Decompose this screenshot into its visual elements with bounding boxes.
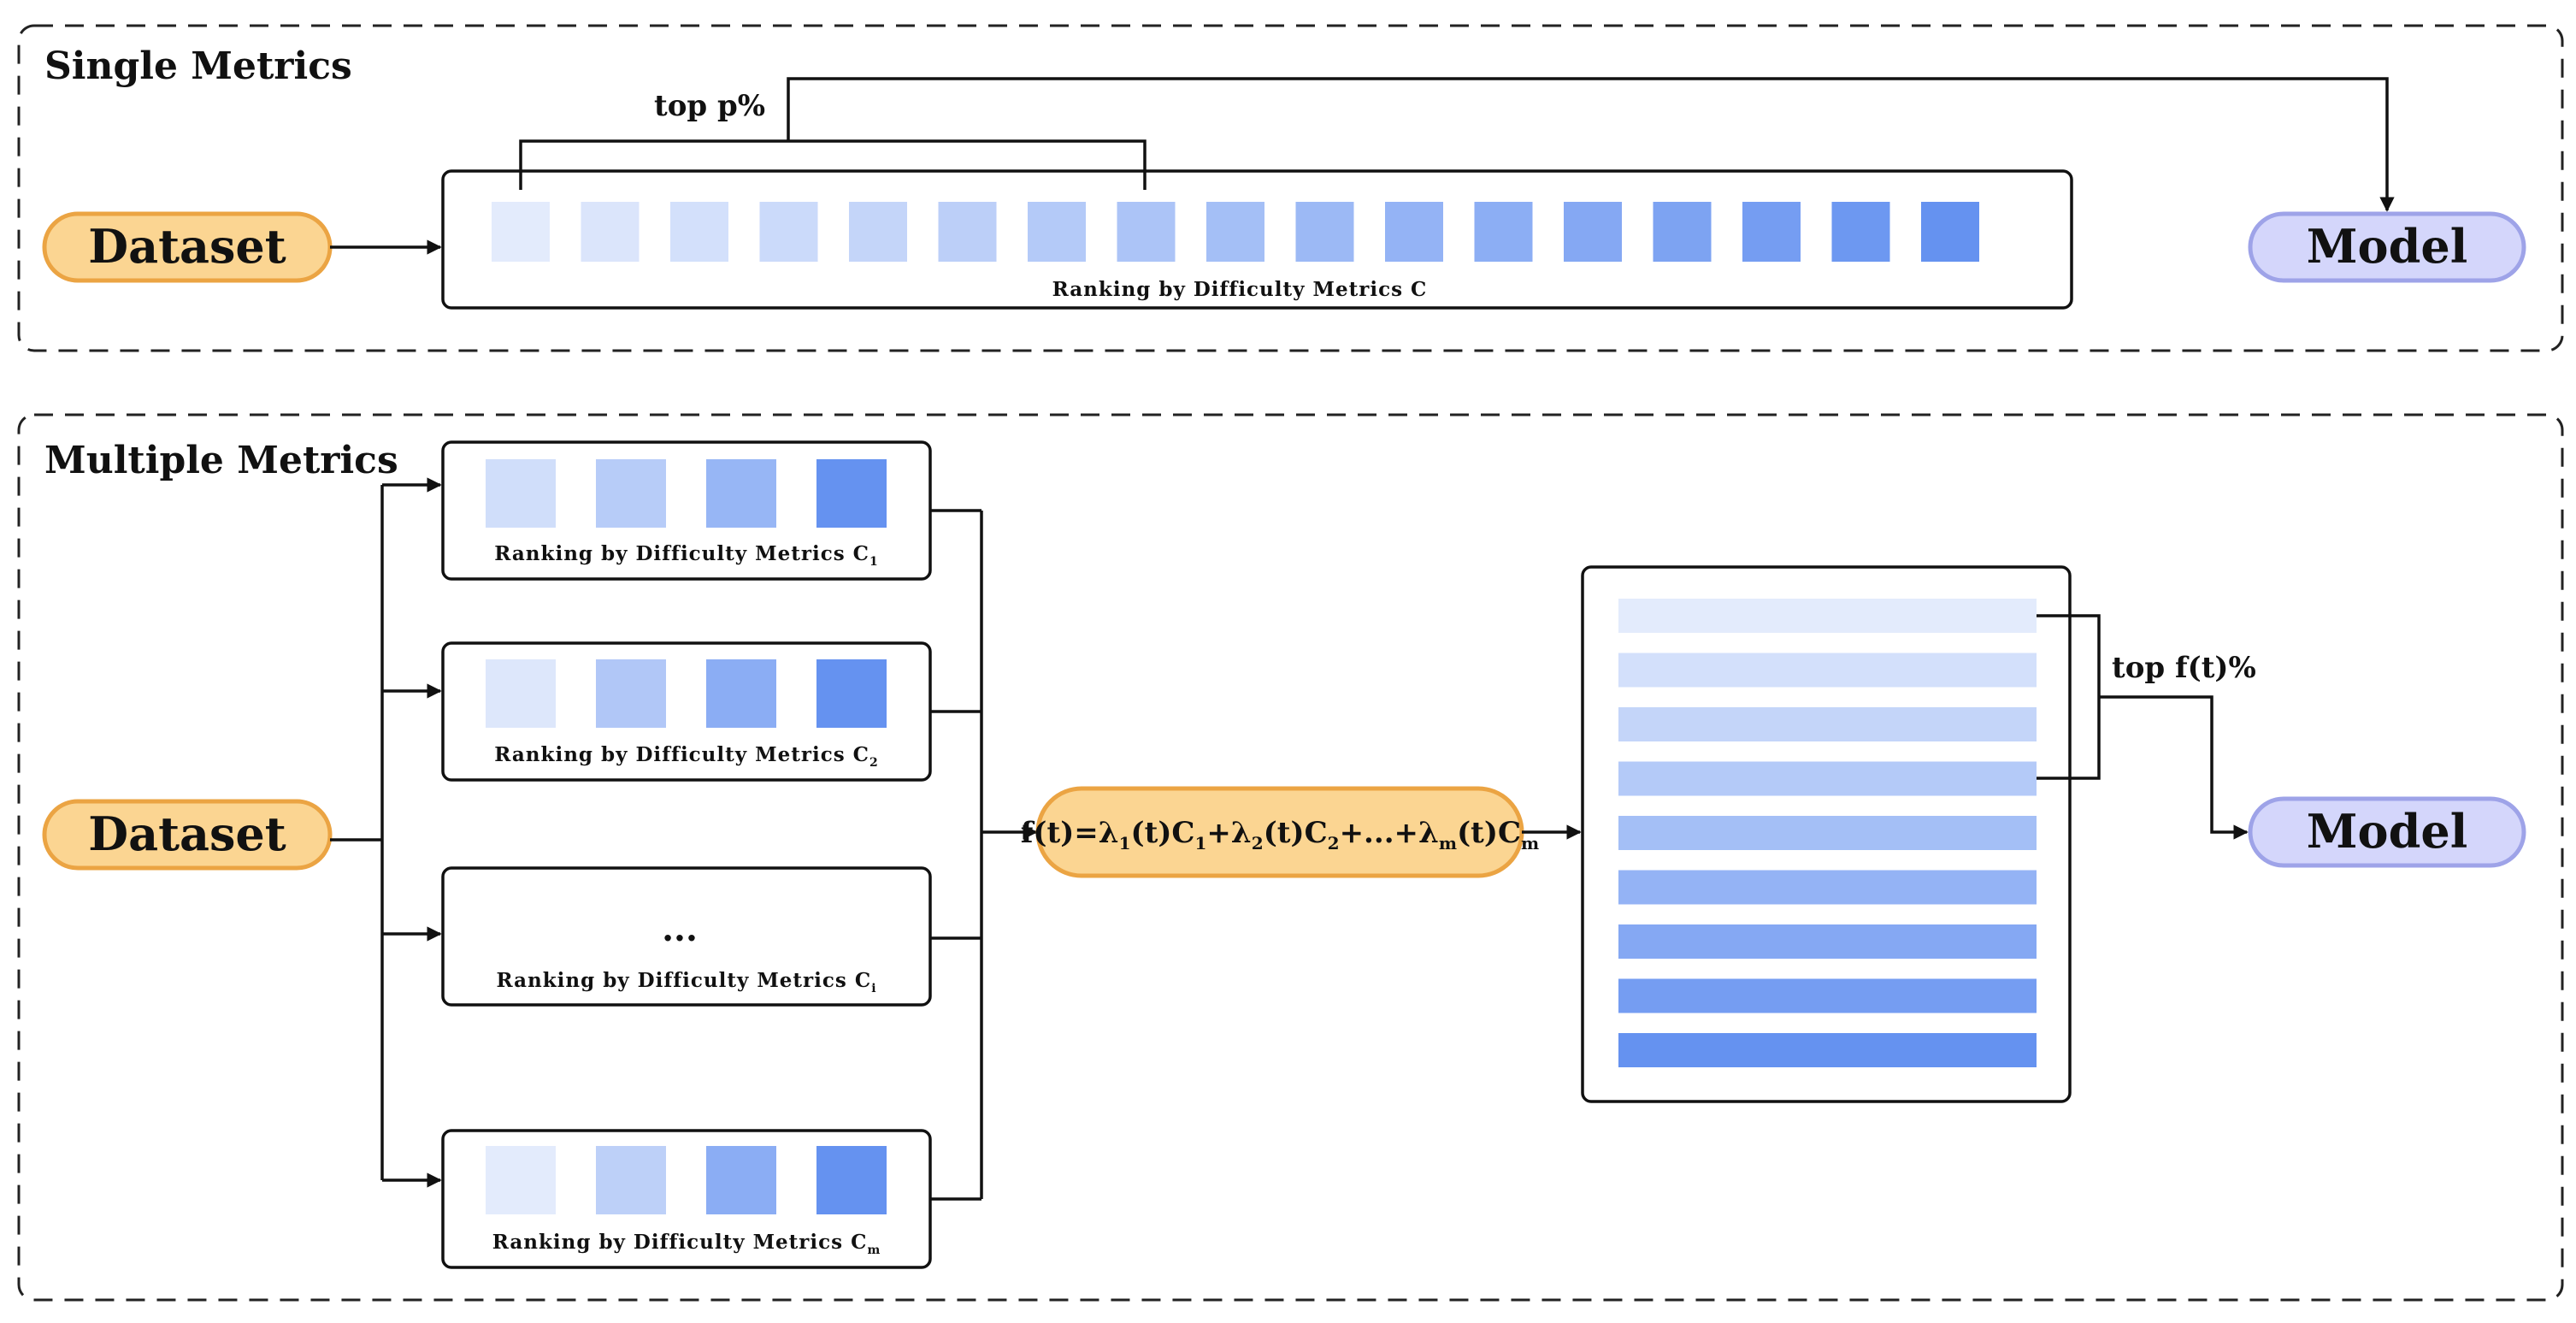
single-metrics-frame bbox=[17, 24, 2564, 352]
ranking-bar bbox=[1618, 870, 2037, 905]
multiple-model-node: Model bbox=[2248, 796, 2526, 868]
formula-text: f(t)=λ1(t)C1+λ2(t)C2+...+λm(t)Cm bbox=[1021, 816, 1539, 853]
ranking-square bbox=[492, 202, 550, 262]
ranking-square bbox=[581, 202, 640, 262]
single-arrow-to-model bbox=[787, 77, 2395, 212]
ranking-square bbox=[486, 659, 556, 728]
ranking-square bbox=[816, 659, 887, 728]
ranking-square bbox=[1831, 202, 1890, 262]
ranking-box-cm: Ranking by Difficulty Metrics Cm bbox=[441, 1129, 932, 1269]
single-ranking-label: Ranking by Difficulty Metrics C bbox=[1052, 278, 1428, 301]
combined-ranking-bars bbox=[1618, 599, 2037, 1067]
ranking-square bbox=[1653, 202, 1712, 262]
ranking-square bbox=[1742, 202, 1801, 262]
ranking-square bbox=[1206, 202, 1264, 262]
ranking-square bbox=[816, 1146, 887, 1214]
multiple-dataset-pill bbox=[42, 799, 333, 871]
ranking-ci-ellipsis: ... bbox=[662, 909, 698, 949]
ranking-square bbox=[1564, 202, 1622, 262]
ranking-bar bbox=[1618, 924, 2037, 959]
arrow-to-multiple-model bbox=[2099, 695, 2249, 840]
ranking-bar bbox=[1618, 599, 2037, 633]
ranking-box-ci: ... Ranking by Difficulty Metrics Ci bbox=[441, 866, 932, 1007]
ranking-square bbox=[816, 459, 887, 528]
combined-top-label: top f(t)% bbox=[2112, 651, 2256, 685]
single-dataset-node: Dataset bbox=[42, 211, 333, 283]
ranking-square bbox=[1385, 202, 1443, 262]
single-top-bracket bbox=[519, 139, 1147, 190]
multiple-model-pill bbox=[2248, 796, 2526, 868]
single-top-label: top p% bbox=[654, 89, 765, 123]
ranking-square bbox=[759, 202, 818, 262]
ranking-bar bbox=[1618, 816, 2037, 850]
ranking-bar bbox=[1618, 707, 2037, 741]
ranking-bar bbox=[1618, 761, 2037, 796]
ranking-square bbox=[596, 659, 666, 728]
ranking-square bbox=[1117, 202, 1176, 262]
multiple-model-label: Model bbox=[2307, 804, 2467, 859]
ranking-square bbox=[1474, 202, 1533, 262]
ranking-square bbox=[1295, 202, 1354, 262]
ranking-c1-squares bbox=[486, 459, 887, 528]
single-metrics-title: Single Metrics bbox=[44, 44, 352, 88]
ranking-square bbox=[596, 1146, 666, 1214]
ranking-bar bbox=[1618, 1033, 2037, 1067]
ranking-square bbox=[1921, 202, 1979, 262]
multiple-dataset-node: Dataset bbox=[42, 799, 333, 871]
single-model-node: Model bbox=[2248, 211, 2526, 283]
ranking-square bbox=[706, 459, 776, 528]
multiple-dataset-label: Dataset bbox=[88, 806, 286, 861]
ranking-bar bbox=[1618, 653, 2037, 688]
single-metrics-section: Single Metrics Dataset Ranking by Diffic… bbox=[17, 24, 2564, 352]
ranking-cm-label: Ranking by Difficulty Metrics Cm bbox=[492, 1231, 881, 1257]
ranking-square bbox=[670, 202, 728, 262]
single-model-label: Model bbox=[2307, 219, 2467, 274]
ranking-bar bbox=[1618, 978, 2037, 1013]
multiple-metrics-title: Multiple Metrics bbox=[44, 439, 398, 482]
ranking-square bbox=[706, 659, 776, 728]
ranking-square bbox=[706, 1146, 776, 1214]
ranking-square bbox=[849, 202, 907, 262]
ranking-square bbox=[596, 459, 666, 528]
ranking-c2-label: Ranking by Difficulty Metrics C2 bbox=[494, 743, 878, 770]
formula-node: f(t)=λ1(t)C1+λ2(t)C2+...+λm(t)Cm bbox=[1021, 786, 1539, 878]
ranking-box-c2: Ranking by Difficulty Metrics C2 bbox=[441, 641, 932, 782]
ranking-square bbox=[486, 1146, 556, 1214]
ranking-c2-squares bbox=[486, 659, 887, 728]
ranking-square bbox=[938, 202, 997, 262]
ranking-ci-label: Ranking by Difficulty Metrics Ci bbox=[496, 969, 876, 995]
single-ranking-squares bbox=[492, 202, 1979, 262]
multiple-metrics-frame bbox=[17, 413, 2564, 1302]
ranking-box-c1: Ranking by Difficulty Metrics C1 bbox=[441, 440, 932, 581]
multiple-metrics-section: Multiple Metrics Dataset Ranking by Diff… bbox=[17, 413, 2564, 1302]
ranking-square bbox=[486, 459, 556, 528]
single-model-pill bbox=[2248, 211, 2526, 283]
ranking-c1-label: Ranking by Difficulty Metrics C1 bbox=[494, 542, 878, 569]
ranking-square bbox=[1028, 202, 1086, 262]
single-dataset-label: Dataset bbox=[88, 219, 286, 274]
ranking-cm-squares bbox=[486, 1146, 887, 1214]
